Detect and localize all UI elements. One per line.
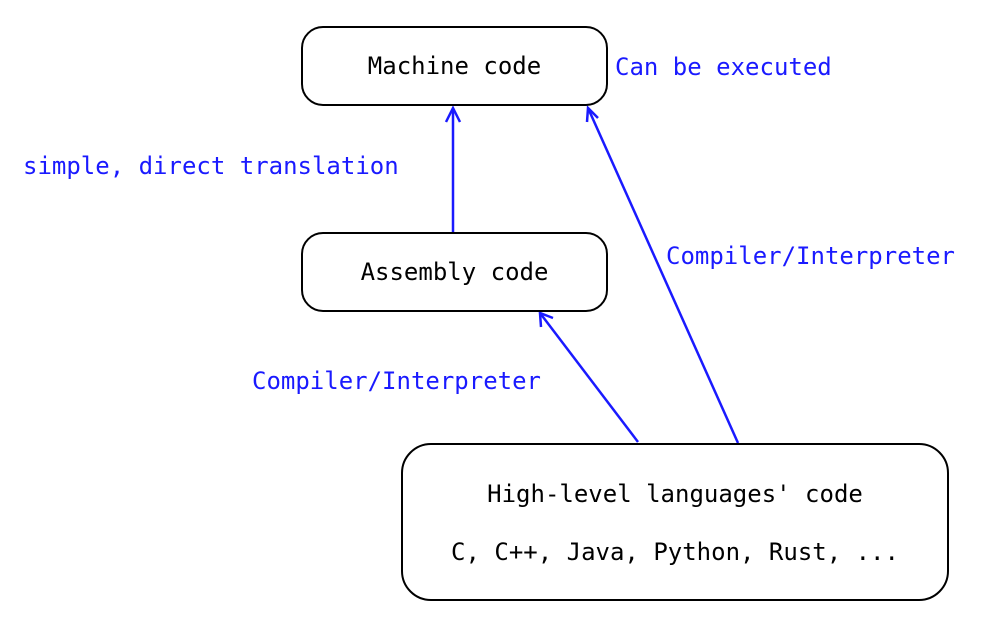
can-be-executed-label: Can be executed xyxy=(615,53,832,81)
high-level-languages-list: C, C++, Java, Python, Rust, ... xyxy=(451,538,899,566)
compiler-to-machine-label: Compiler/Interpreter xyxy=(666,242,955,270)
assembly-code-label: Assembly code xyxy=(360,258,549,286)
arrow-highlevel-to-machine xyxy=(585,105,740,444)
arrow-highlevel-to-assembly xyxy=(538,311,639,443)
high-level-code-node: High-level languages' code C, C++, Java,… xyxy=(401,443,949,601)
machine-code-label: Machine code xyxy=(367,52,542,80)
direct-translation-label: simple, direct translation xyxy=(23,152,399,180)
compiler-to-assembly-label: Compiler/Interpreter xyxy=(252,367,541,395)
high-level-code-label: High-level languages' code xyxy=(487,480,863,508)
machine-code-node: Machine code xyxy=(301,26,608,106)
arrow-assembly-to-machine xyxy=(444,105,462,232)
assembly-code-node: Assembly code xyxy=(301,232,608,312)
